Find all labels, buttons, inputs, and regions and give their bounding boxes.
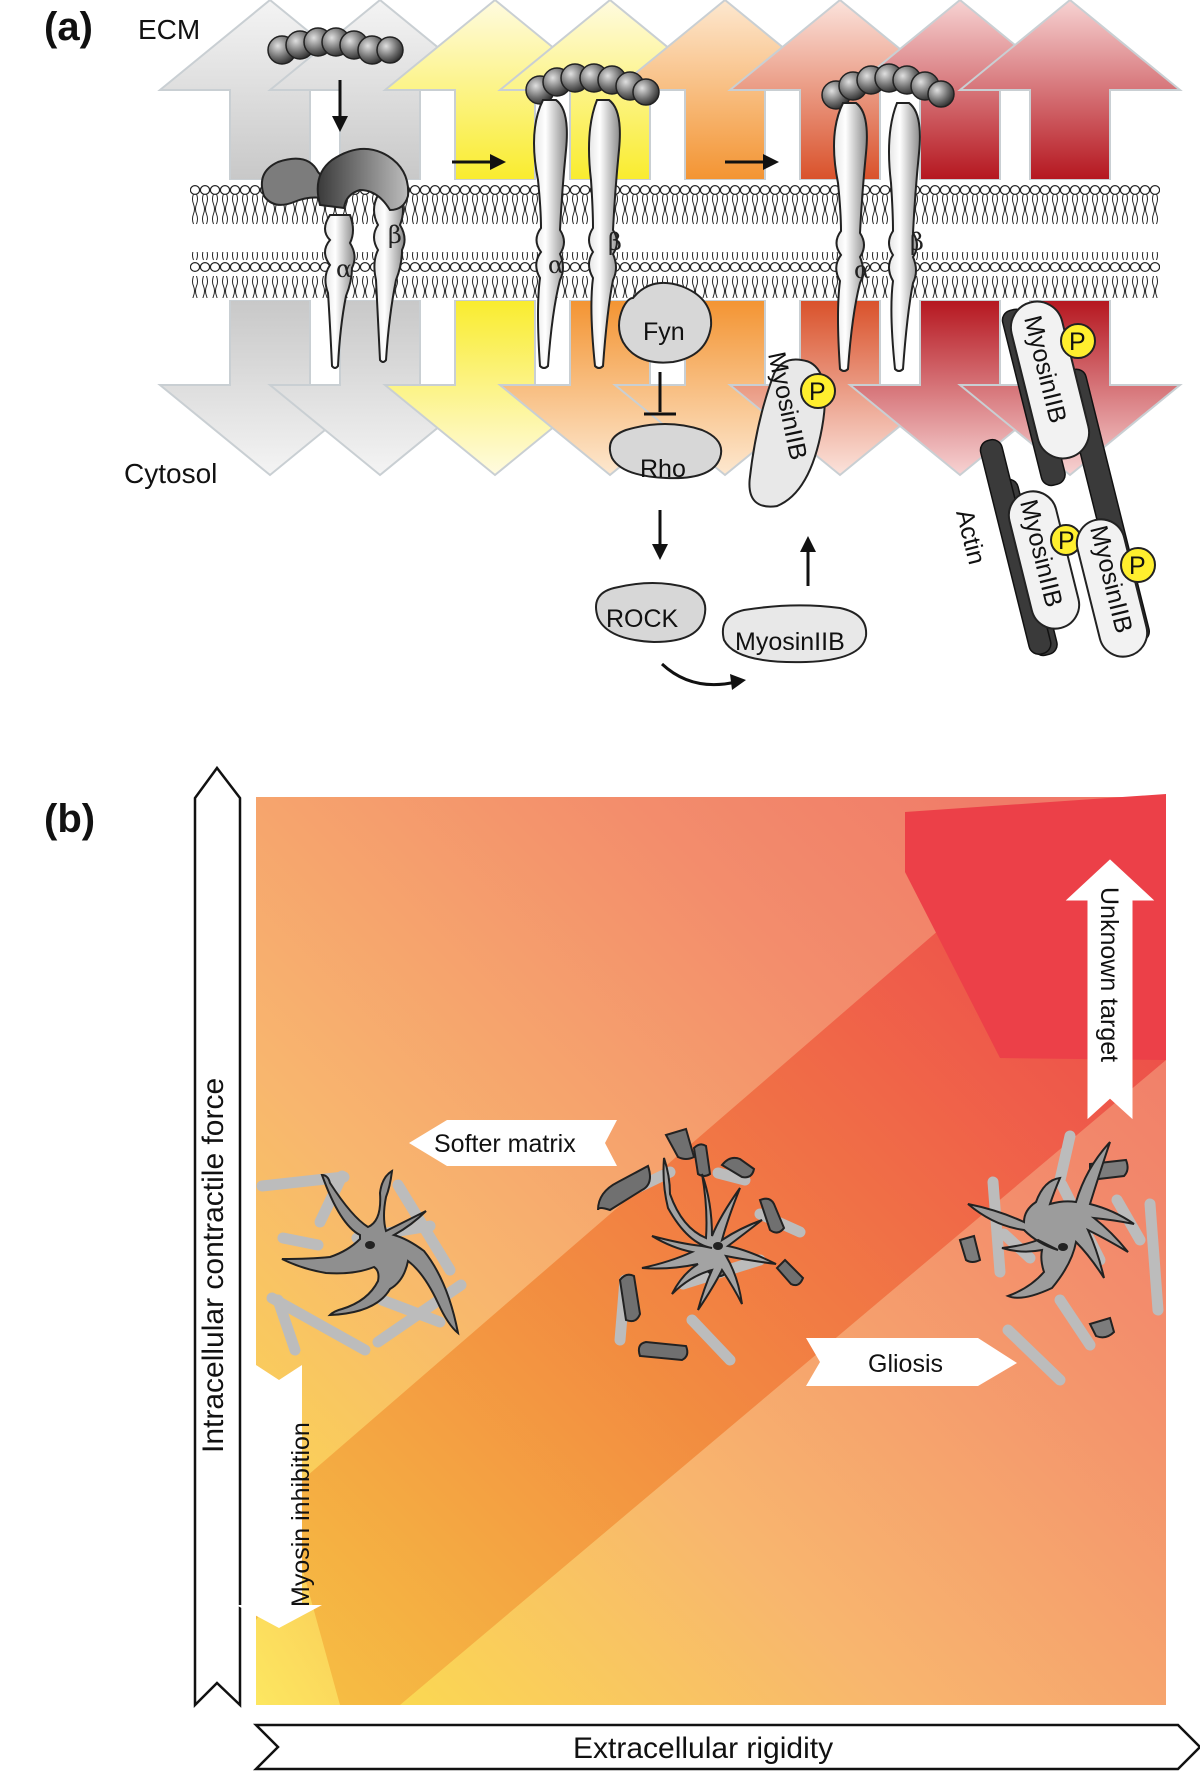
panel-b-label: (b) xyxy=(44,797,95,841)
phospho-badge: P xyxy=(1050,524,1082,556)
cell-soft-matrix xyxy=(256,1169,467,1356)
cell-intermediate xyxy=(597,1127,806,1366)
alpha-head xyxy=(260,157,328,206)
beta-label: β xyxy=(388,221,402,249)
background-up-arrows xyxy=(157,0,1183,181)
ligand-cluster xyxy=(525,63,660,106)
rho-label: Rho xyxy=(640,455,686,483)
right-arrow-icon xyxy=(725,154,779,170)
phospho-badge: P xyxy=(800,373,836,409)
panel-a-label: (a) xyxy=(44,5,93,49)
beta-head xyxy=(316,148,410,212)
cell-gliosis xyxy=(958,1130,1164,1386)
myosin-inhibition-arrow: Myosin inhibition xyxy=(236,1365,322,1628)
panel-b: (b) Intracellular contractile force Extr… xyxy=(44,765,1200,1771)
fyn-blob xyxy=(618,282,713,364)
actin-label: Actin xyxy=(950,507,991,568)
y-axis-label: Intracellular contractile force xyxy=(197,1078,230,1453)
astrocyte-intermediate xyxy=(641,1157,777,1311)
rock-blob xyxy=(595,582,707,644)
gliosis-arrow: Gliosis xyxy=(806,1338,1017,1386)
x-axis-label: Extracellular rigidity xyxy=(573,1732,833,1765)
alpha-label: α xyxy=(336,255,352,283)
unknown-target-label: Unknown target xyxy=(1095,887,1123,1062)
myosin-bound-1 xyxy=(1009,300,1091,460)
panel-a: (a) ECM Cytosol α β xyxy=(44,0,1183,690)
svg-text:P: P xyxy=(1069,328,1086,356)
integrin-active-fyn: α β Fyn Rho ROCK MyosinIIB xyxy=(525,63,868,690)
y-axis-arrow: Intracellular contractile force xyxy=(193,765,242,1709)
unknown-target-arrow: Unknown target xyxy=(1065,859,1155,1120)
svg-text:P: P xyxy=(1058,527,1075,555)
ligand-chain xyxy=(267,27,404,65)
fyn-label: Fyn xyxy=(643,318,685,346)
alpha-label: α xyxy=(548,251,564,279)
right-arrow-icon xyxy=(452,154,506,170)
rock-label: ROCK xyxy=(606,605,679,633)
integrin-inactive: α β xyxy=(260,27,410,369)
integrin-active-actin: α β MyosinIIB xyxy=(821,63,1156,658)
myosin-free-blob xyxy=(722,604,868,664)
gliosis-label: Gliosis xyxy=(868,1350,943,1378)
beta-label: β xyxy=(910,228,924,256)
beta-leg xyxy=(373,194,406,363)
astrocyte-soft xyxy=(281,1169,460,1336)
down-arrow-icon xyxy=(652,510,668,560)
ecm-label: ECM xyxy=(138,14,200,45)
alpha-leg xyxy=(533,99,568,369)
svg-text:P: P xyxy=(809,378,826,406)
svg-text:P: P xyxy=(1129,552,1146,580)
bg-arrow-up-orange xyxy=(612,0,838,181)
ligand-cluster xyxy=(821,63,955,110)
inhibition-icon xyxy=(644,372,676,416)
beta-leg xyxy=(588,99,621,369)
x-axis-arrow: Extracellular rigidity xyxy=(252,1723,1200,1771)
up-arrow-icon xyxy=(800,536,816,586)
myosin-inhibition-label: Myosin inhibition xyxy=(287,1422,315,1607)
bg-arrow-down-gray2 xyxy=(267,299,493,477)
beta-label: β xyxy=(608,228,622,256)
phospho-badge: P xyxy=(1120,547,1156,583)
rho-blob xyxy=(608,423,723,480)
bg-arrow-down-yellow xyxy=(382,299,608,477)
beta-leg xyxy=(888,102,921,372)
alpha-leg xyxy=(324,214,356,369)
phospho-badge: P xyxy=(1060,323,1096,359)
softer-matrix-arrow: Softer matrix xyxy=(409,1120,617,1166)
astrocyte-gliosis xyxy=(967,1141,1135,1299)
myosin-free-label: MyosinIIB xyxy=(735,628,845,656)
alpha-leg xyxy=(833,102,868,372)
bg-arrow-up-red2 xyxy=(957,0,1183,181)
curved-arrow-icon xyxy=(660,662,746,690)
cytosol-label: Cytosol xyxy=(124,458,217,489)
down-arrow-icon xyxy=(332,80,348,132)
softer-matrix-label: Softer matrix xyxy=(434,1130,576,1158)
alpha-label: α xyxy=(854,256,870,284)
